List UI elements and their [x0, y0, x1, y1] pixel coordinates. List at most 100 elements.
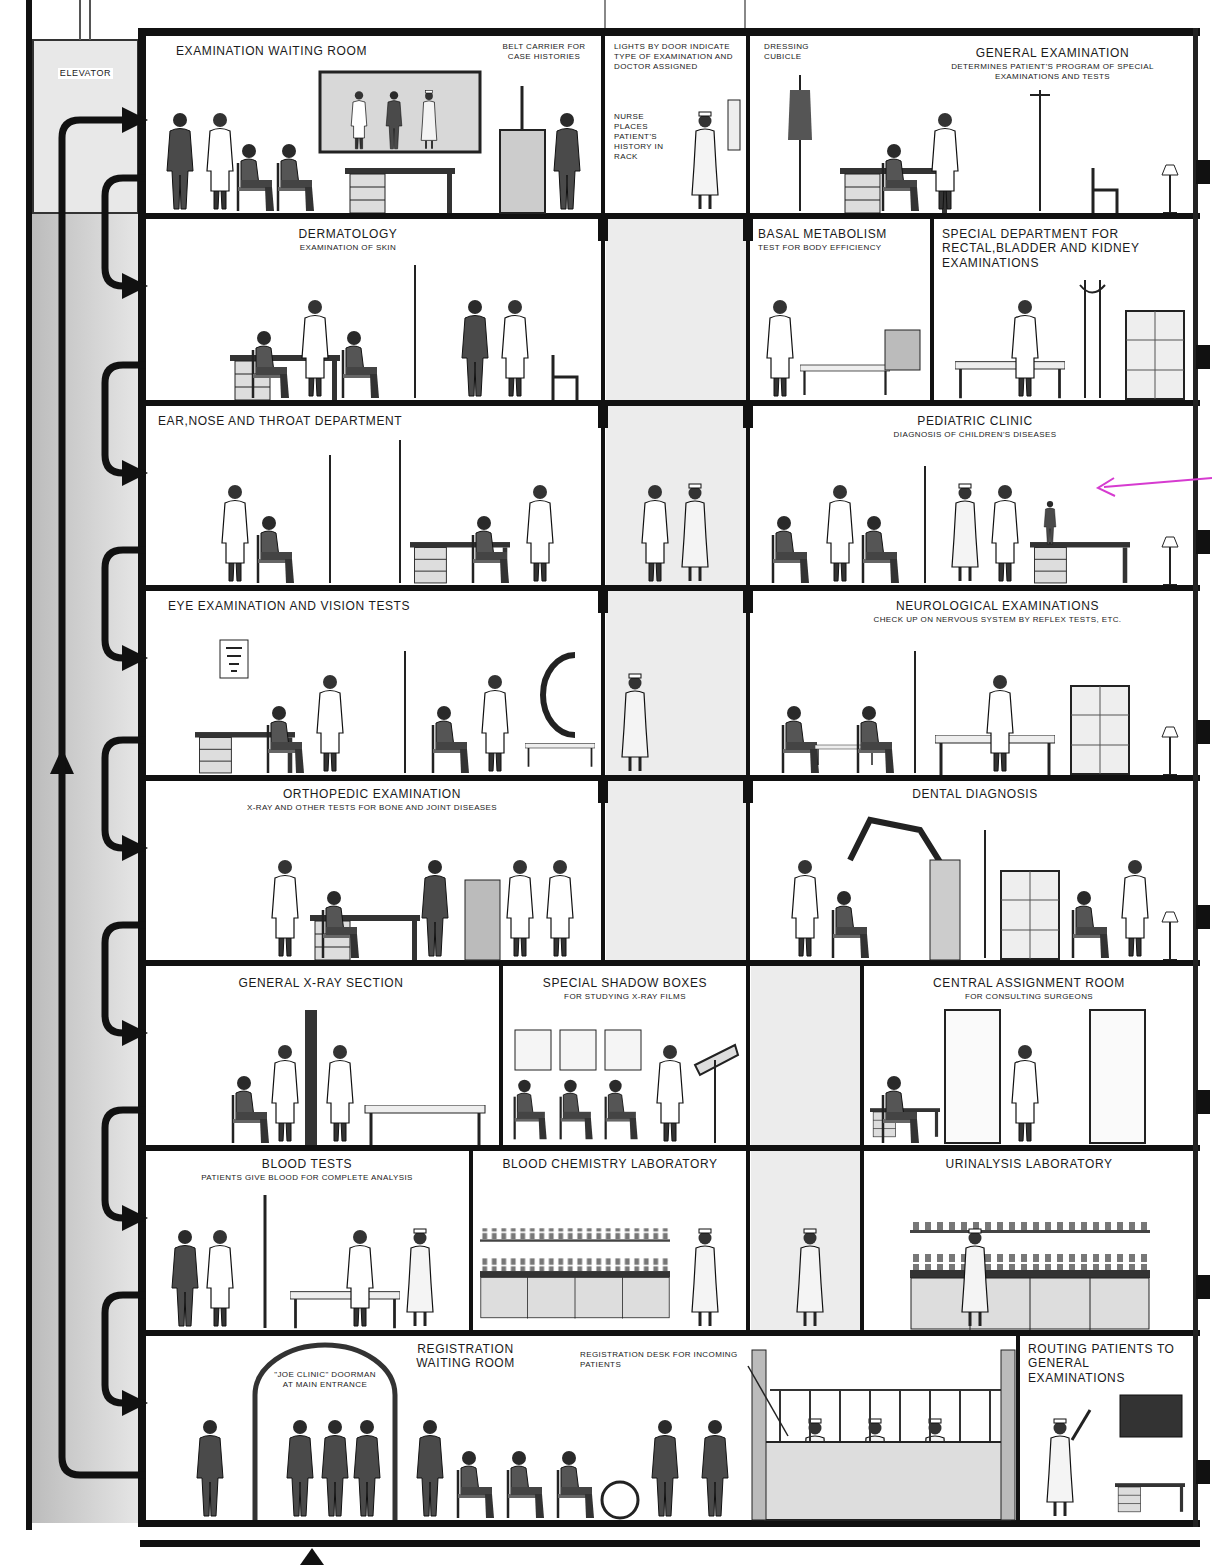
use-shape: [1126, 311, 1184, 399]
rect-shape: [138, 28, 146, 1527]
rect-shape: [930, 860, 960, 960]
use-shape: [987, 675, 1013, 771]
use-shape: [657, 1045, 683, 1141]
note-block: DRESSING CUBICLE: [762, 42, 826, 62]
use-shape: [386, 91, 402, 149]
rect-shape: [305, 1010, 317, 1145]
use-shape: [354, 1420, 380, 1516]
rect-shape: [140, 1520, 1200, 1527]
room-description: FOR STUDYING X-RAY FILMS: [562, 992, 688, 1002]
use-shape: [433, 706, 469, 773]
use-shape: [863, 516, 899, 583]
room-title: PEDIATRIC CLINIC: [915, 414, 1034, 428]
room-title: BLOOD CHEMISTRY LABORATORY: [500, 1157, 719, 1171]
polygon-shape: [300, 1548, 324, 1565]
path-shape: [521, 86, 524, 130]
room-title: DERMATOLOGY: [297, 227, 400, 241]
room-text-block: URINALYSIS LABORATORY: [869, 1157, 1189, 1171]
path-shape: [264, 1195, 267, 1328]
flow-arrow: [62, 120, 146, 1475]
use-shape: [278, 144, 314, 211]
path-shape: [605, 0, 745, 28]
room: EXAMINATION WAITING ROOM: [146, 36, 598, 213]
room: BLOOD CHEMISTRY LABORATORY: [474, 1151, 746, 1330]
use-shape: [547, 860, 573, 956]
room-text-block: NEUROLOGICAL EXAMINATIONSCHECK UP ON NER…: [805, 599, 1190, 625]
use-shape: [422, 860, 448, 956]
room: SPECIAL SHADOW BOXES FOR STUDYING X-RAY F…: [504, 966, 746, 1145]
note-label: DRESSING CUBICLE: [762, 42, 826, 62]
path-shape: [1104, 478, 1212, 487]
rect-shape: [465, 880, 500, 960]
room-text-block: SPECIAL SHADOW BOXES FOR STUDYING X-RAY F…: [508, 976, 742, 1002]
rect-shape: [140, 1540, 1200, 1547]
room-text-block: ROUTING PATIENTS TO GENERAL EXAMINATIONS: [1026, 1342, 1189, 1385]
note-block: "JOE CLINIC" DOORMAN AT MAIN ENTRANCE: [270, 1370, 380, 1390]
room-description: PATIENTS GIVE BLOOD FOR COMPLETE ANALYSI…: [199, 1173, 415, 1183]
use-shape: [417, 1420, 443, 1516]
use-shape: [1047, 1419, 1073, 1516]
rect-shape: [26, 0, 32, 1530]
rect-shape: [598, 406, 608, 428]
rect-shape: [1196, 720, 1210, 744]
rect-shape: [598, 219, 608, 241]
use-shape: [992, 485, 1018, 581]
rect-shape: [140, 775, 1200, 781]
use-shape: [955, 362, 1065, 399]
rect-shape: [743, 406, 753, 428]
rect-shape: [746, 966, 750, 1145]
room: SPECIAL DEPARTMENT FOR RECTAL,BLADDER AN…: [934, 219, 1195, 400]
rect-shape: [746, 591, 750, 775]
path-shape: [1080, 280, 1105, 398]
room-text-block: EYE EXAMINATION AND VISION TESTS: [166, 599, 566, 613]
rect-shape: [1196, 905, 1210, 929]
room-text-block: EAR,NOSE AND THROAT DEPARTMENT: [156, 414, 576, 428]
rect-shape: [765, 1442, 1010, 1520]
path-shape: [1072, 1410, 1090, 1440]
use-shape: [233, 1076, 269, 1143]
room-description: FOR CONSULTING SURGEONS: [963, 992, 1095, 1002]
rect-shape: [743, 781, 753, 803]
use-shape: [302, 300, 328, 396]
elevator-box: ELEVATOR: [33, 40, 138, 213]
use-shape: [962, 1229, 988, 1326]
use-shape: [421, 91, 437, 149]
room-text-block: BASAL METABOLISMTEST FOR BODY EFFICIENCY: [756, 227, 926, 253]
room: PEDIATRIC CLINIC DIAGNOSIS OF CHILDREN'S …: [750, 406, 1195, 585]
path-shape: [984, 830, 986, 958]
use-shape: [473, 516, 509, 583]
use-shape: [351, 91, 367, 149]
use-shape: [773, 516, 809, 583]
room: CENTRAL ASSIGNMENT ROOM FOR CONSULTING SU…: [864, 966, 1195, 1145]
room-title: ORTHOPEDIC EXAMINATION: [281, 787, 463, 801]
use-shape: [365, 1105, 485, 1145]
room-title: SPECIAL SHADOW BOXES: [541, 976, 709, 990]
room: GENERAL EXAMINATIONDETERMINES PATIENT'S …: [750, 36, 1195, 213]
use-shape: [343, 331, 379, 398]
room-description: DIAGNOSIS OF CHILDREN'S DISEASES: [892, 430, 1059, 440]
building-structure: [26, 0, 1210, 1565]
room-title: EXAMINATION WAITING ROOM: [174, 44, 369, 58]
use-shape: [1162, 165, 1178, 213]
rect-shape: [860, 1151, 864, 1330]
use-shape: [515, 1080, 547, 1140]
room: BASAL METABOLISMTEST FOR BODY EFFICIENCY: [750, 219, 930, 400]
rect-shape: [1193, 28, 1198, 1527]
use-shape: [317, 675, 343, 771]
use-shape: [345, 168, 455, 213]
room-text-block: CENTRAL ASSIGNMENT ROOM FOR CONSULTING SU…: [869, 976, 1189, 1002]
room-title: DENTAL DIAGNOSIS: [910, 787, 1040, 801]
room-title: BASAL METABOLISM: [756, 227, 889, 241]
room: BLOOD TESTSPATIENTS GIVE BLOOD FOR COMPL…: [146, 1151, 468, 1330]
use-shape: [827, 485, 853, 581]
rect-shape: [1196, 530, 1210, 554]
room: DERMATOLOGYEXAMINATION OF SKIN: [146, 219, 598, 400]
room: NEUROLOGICAL EXAMINATIONSCHECK UP ON NER…: [750, 591, 1195, 775]
use-shape: [553, 355, 577, 400]
rect-shape: [601, 36, 605, 213]
room-title: CENTRAL ASSIGNMENT ROOM: [931, 976, 1127, 990]
use-shape: [642, 485, 668, 581]
note-block: LIGHTS BY DOOR INDICATE TYPE OF EXAMINAT…: [612, 42, 742, 72]
path-shape: [255, 1345, 395, 1520]
